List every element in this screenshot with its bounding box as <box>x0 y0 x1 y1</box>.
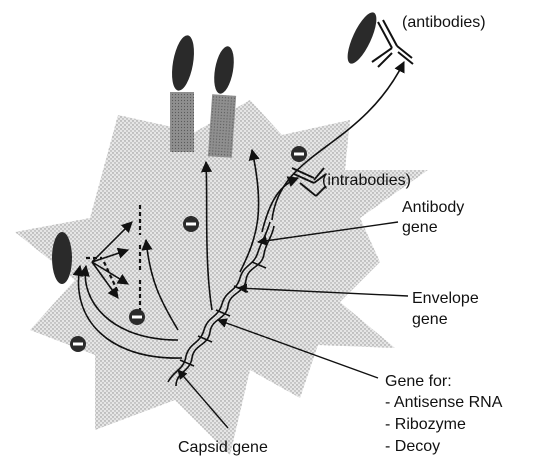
gene-for-item: - Ribozyme <box>385 416 466 433</box>
envelope-gene-label: gene <box>412 311 448 328</box>
capsid-gene-label: Capsid gene <box>178 439 268 456</box>
antibodies-label: (antibodies) <box>402 14 486 31</box>
virion-envelope <box>208 94 236 158</box>
inhibition-icon <box>70 336 86 352</box>
virion-envelope <box>170 92 194 152</box>
antibody-gene-label: gene <box>402 219 438 236</box>
envelope-gene-label: Envelope <box>412 290 479 307</box>
inhibition-icon <box>183 216 199 232</box>
virion-capsid <box>52 232 72 284</box>
inhibition-icon <box>291 146 307 162</box>
antibody-gene-label: Antibody <box>402 199 464 216</box>
virion-capsid <box>168 34 197 93</box>
gene-for-item: - Decoy <box>385 438 440 455</box>
gene-for-item: - Antisense RNA <box>385 394 503 411</box>
gene-for-title: Gene for: <box>385 373 452 390</box>
virion-capsid <box>211 45 237 95</box>
inhibition-icon <box>129 309 145 325</box>
intrabodies-label: (intrabodies) <box>322 172 411 189</box>
